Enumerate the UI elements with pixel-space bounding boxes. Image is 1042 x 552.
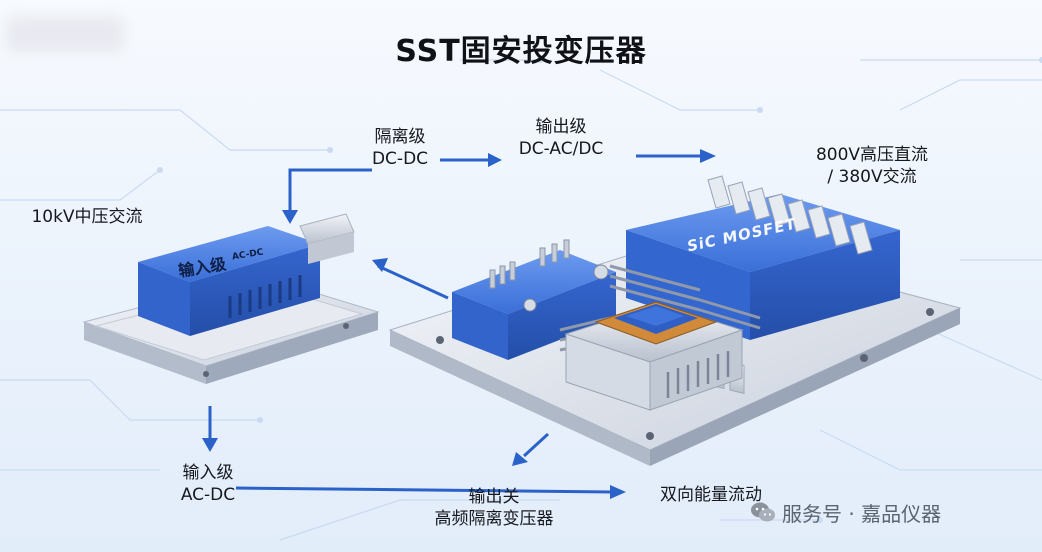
input-stage-type: AC-DC [180, 485, 236, 505]
hf-transformer-line2: 高频隔离变压器 [434, 509, 554, 529]
isolation-stage-name: 隔离级 [374, 127, 426, 147]
hv-output-label: 800V高压直流 / 380V交流 [790, 144, 954, 188]
hv-output-ac: / 380V交流 [827, 167, 917, 187]
hv-output-dc: 800V高压直流 [815, 145, 929, 165]
watermark-text: 服务号 · 嘉品仪器 [782, 501, 942, 526]
watermark: 服务号 · 嘉品仪器 [750, 496, 941, 528]
flow-arrows [202, 149, 716, 499]
isolation-stage-label: 隔离级 DC-DC [350, 126, 450, 170]
hf-transformer-label: 输出关 高频隔离变压器 [404, 486, 584, 530]
bidirectional-label: 双向能量流动 [660, 485, 762, 505]
input-stage-unit [82, 213, 380, 384]
input-stage-name: 输入级 [182, 463, 234, 483]
output-stage-name: 输出级 [535, 117, 587, 137]
output-stage-type: DC-AC/DC [518, 139, 604, 159]
sic-mosfet-module [626, 175, 900, 395]
wechat-icon [751, 502, 775, 522]
hf-transformer-line1: 输出关 [468, 487, 520, 507]
mv-input-label: 10kV中压交流 [31, 207, 143, 227]
isolation-stage-type: DC-DC [371, 149, 429, 169]
hf-transformer [564, 301, 744, 411]
blurred-corner [6, 16, 124, 52]
input-stage-label: 输入级 AC-DC [158, 462, 258, 506]
control-board [452, 239, 616, 360]
output-stage-label: 输出级 DC-AC/DC [496, 116, 626, 160]
diagram-title: SST固安投变压器 [395, 34, 647, 69]
